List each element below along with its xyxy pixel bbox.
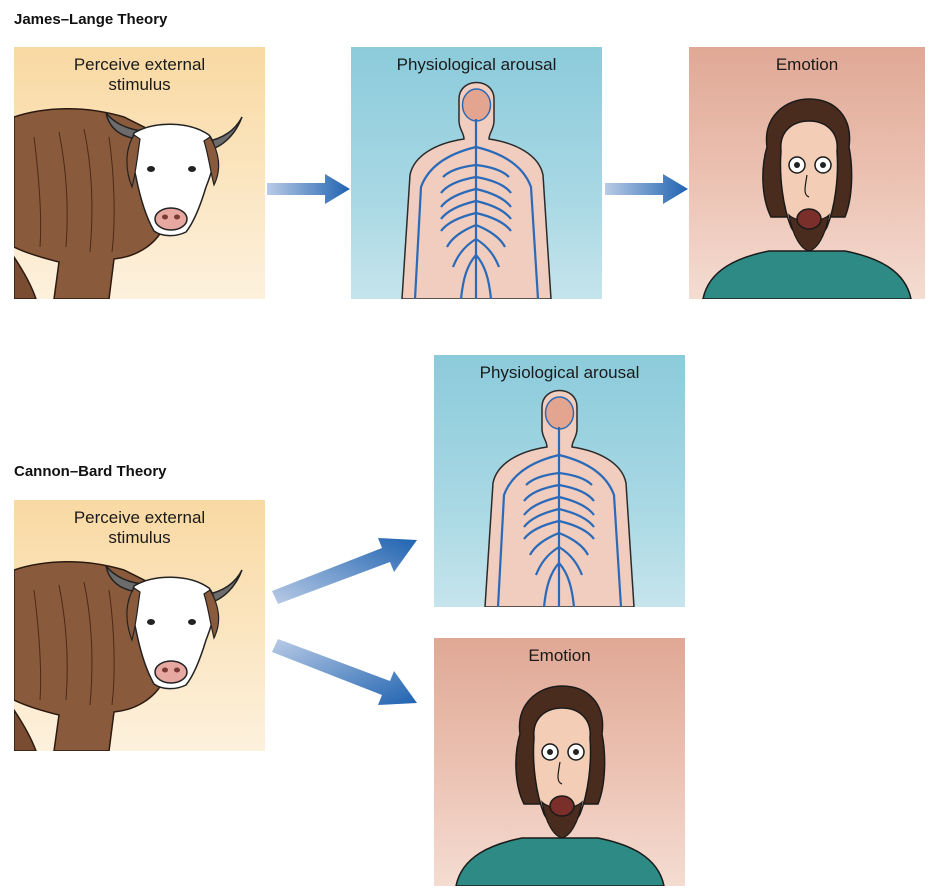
- cb-stimulus-panel: Perceive external stimulus: [14, 500, 265, 751]
- nervous-system-icon: [434, 355, 685, 607]
- cb-stimulus-label: Perceive external stimulus: [14, 508, 265, 548]
- jl-arousal-label: Physiological arousal: [351, 55, 602, 75]
- cb-emotion-panel: Emotion: [434, 638, 685, 886]
- arrow-down-right-icon: [272, 637, 420, 715]
- cb-arousal-panel: Physiological arousal: [434, 355, 685, 607]
- arrow-right-icon: [267, 174, 350, 204]
- jl-arousal-panel: Physiological arousal: [351, 47, 602, 299]
- jl-stimulus-panel: Perceive external stimulus: [14, 47, 265, 299]
- jl-emotion-label: Emotion: [689, 55, 925, 75]
- arrow-right-icon: [605, 174, 688, 204]
- cb-arousal-label: Physiological arousal: [434, 363, 685, 383]
- arrow-up-right-icon: [272, 528, 420, 606]
- surprised-face-icon: [434, 638, 685, 886]
- james-lange-heading: James–Lange Theory: [14, 11, 167, 28]
- surprised-face-icon: [689, 47, 925, 299]
- jl-stimulus-label: Perceive external stimulus: [14, 55, 265, 95]
- cannon-bard-heading: Cannon–Bard Theory: [14, 463, 167, 480]
- jl-emotion-panel: Emotion: [689, 47, 925, 299]
- nervous-system-icon: [351, 47, 602, 299]
- cb-emotion-label: Emotion: [434, 646, 685, 666]
